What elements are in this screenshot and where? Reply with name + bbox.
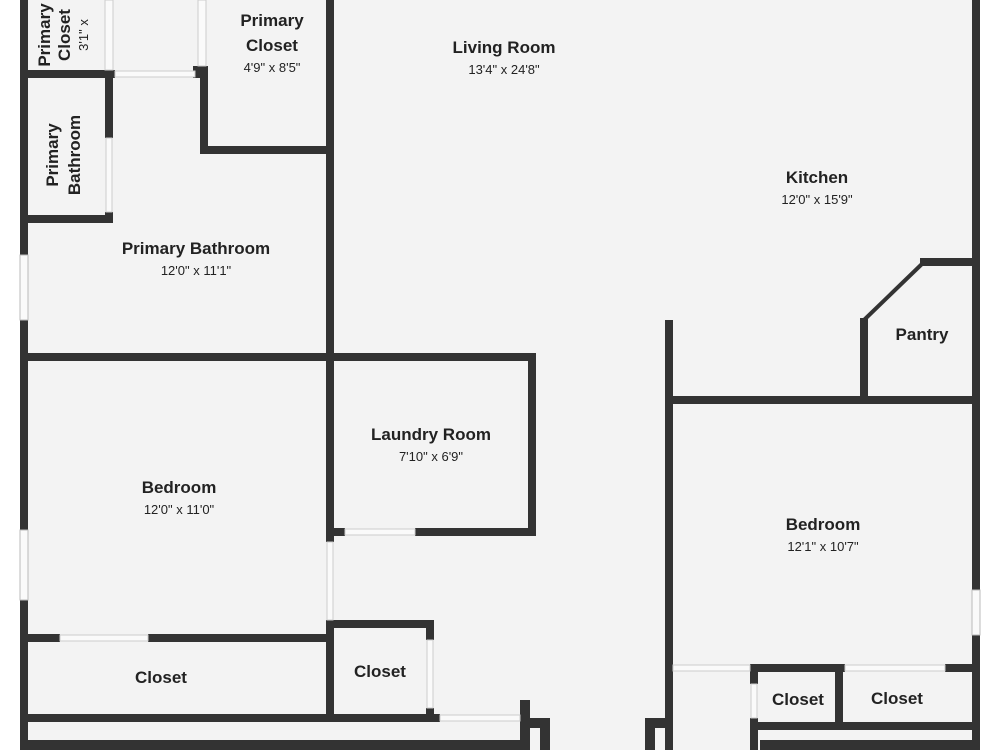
room-closet-left: Closet — [135, 668, 187, 687]
wall-left — [20, 0, 28, 750]
room-name: Closet — [55, 9, 74, 61]
room-name: Bathroom — [65, 115, 84, 195]
room-name: Primary — [43, 123, 62, 187]
room-laundry-room: Laundry Room 7'10" x 6'9" — [371, 425, 491, 464]
door — [326, 541, 334, 621]
wall — [750, 664, 758, 684]
room-name: Primary — [35, 3, 54, 67]
room-name: Pantry — [896, 325, 949, 344]
walls — [20, 0, 980, 750]
wall — [200, 146, 332, 154]
room-name: Bedroom — [786, 515, 861, 534]
wall — [330, 528, 345, 536]
wall — [528, 353, 536, 536]
door — [844, 664, 946, 672]
wall — [20, 740, 530, 750]
door — [439, 714, 521, 722]
room-dimensions: 3'1" x — [76, 19, 91, 51]
room-bedroom-left: Bedroom 12'0" x 11'0" — [142, 478, 217, 517]
door — [105, 137, 113, 213]
wall — [750, 664, 845, 672]
wall — [326, 620, 334, 722]
wall — [645, 718, 655, 750]
wall — [105, 70, 113, 138]
door — [344, 528, 416, 536]
room-name: Primary Bathroom — [122, 239, 270, 258]
room-primary-bathroom: Primary Bathroom 12'0" x 11'1" — [122, 239, 270, 278]
window — [19, 254, 29, 321]
window — [19, 529, 29, 601]
room-name: Kitchen — [786, 168, 848, 187]
wall — [750, 718, 758, 750]
room-kitchen: Kitchen 12'0" x 15'9" — [781, 168, 853, 207]
wall — [415, 528, 536, 536]
room-dimensions: 12'0" x 11'1" — [161, 263, 232, 278]
wall — [148, 634, 330, 642]
room-closet-right-b: Closet — [871, 689, 923, 708]
wall — [330, 620, 434, 628]
wall — [920, 258, 980, 266]
room-labels: Primary Closet 3'1" x Primary Closet 4'9… — [35, 3, 949, 709]
wall — [670, 396, 980, 404]
door — [104, 0, 114, 71]
wall — [20, 215, 113, 223]
door — [114, 70, 196, 78]
room-pantry: Pantry — [896, 325, 949, 344]
room-dimensions: 12'0" x 11'0" — [144, 502, 215, 517]
room-living-room: Living Room 13'4" x 24'8" — [453, 38, 556, 77]
wall — [665, 320, 673, 750]
room-bedroom-right: Bedroom 12'1" x 10'7" — [786, 515, 861, 554]
wall — [540, 718, 550, 750]
openings — [19, 0, 981, 722]
room-dimensions: 12'0" x 15'9" — [781, 192, 853, 207]
door — [750, 683, 758, 719]
room-name: Laundry Room — [371, 425, 491, 444]
room-dimensions: 4'9" x 8'5" — [244, 60, 301, 75]
room-primary-bathroom-small: Primary Bathroom — [43, 115, 84, 195]
room-dimensions: 12'1" x 10'7" — [787, 539, 859, 554]
pantry-door-swing — [862, 260, 926, 322]
door — [59, 634, 149, 642]
wall — [760, 740, 980, 750]
wall — [860, 318, 868, 400]
room-closet-middle: Closet — [354, 662, 406, 681]
wall — [426, 620, 434, 640]
floor-area — [24, 0, 976, 750]
room-dimensions: 13'4" x 24'8" — [468, 62, 540, 77]
room-name: Primary — [240, 11, 304, 30]
wall — [20, 353, 536, 361]
room-name: Closet — [246, 36, 298, 55]
window — [971, 589, 981, 636]
wall-right — [972, 0, 980, 750]
room-dimensions: 7'10" x 6'9" — [399, 449, 463, 464]
room-closet-right-a: Closet — [772, 690, 824, 709]
room-name: Living Room — [453, 38, 556, 57]
wall — [945, 664, 980, 672]
wall — [20, 70, 115, 78]
door — [197, 0, 207, 67]
room-primary-closet-small: Primary Closet 3'1" x — [35, 3, 91, 67]
wall — [326, 0, 334, 542]
wall — [520, 718, 550, 728]
wall — [835, 664, 843, 726]
door — [426, 639, 434, 709]
room-primary-closet: Primary Closet 4'9" x 8'5" — [240, 11, 304, 75]
door — [672, 664, 751, 672]
wall — [20, 634, 60, 642]
wall — [200, 66, 208, 154]
wall — [20, 714, 440, 722]
wall — [750, 722, 980, 730]
wall — [645, 718, 673, 728]
room-name: Bedroom — [142, 478, 217, 497]
